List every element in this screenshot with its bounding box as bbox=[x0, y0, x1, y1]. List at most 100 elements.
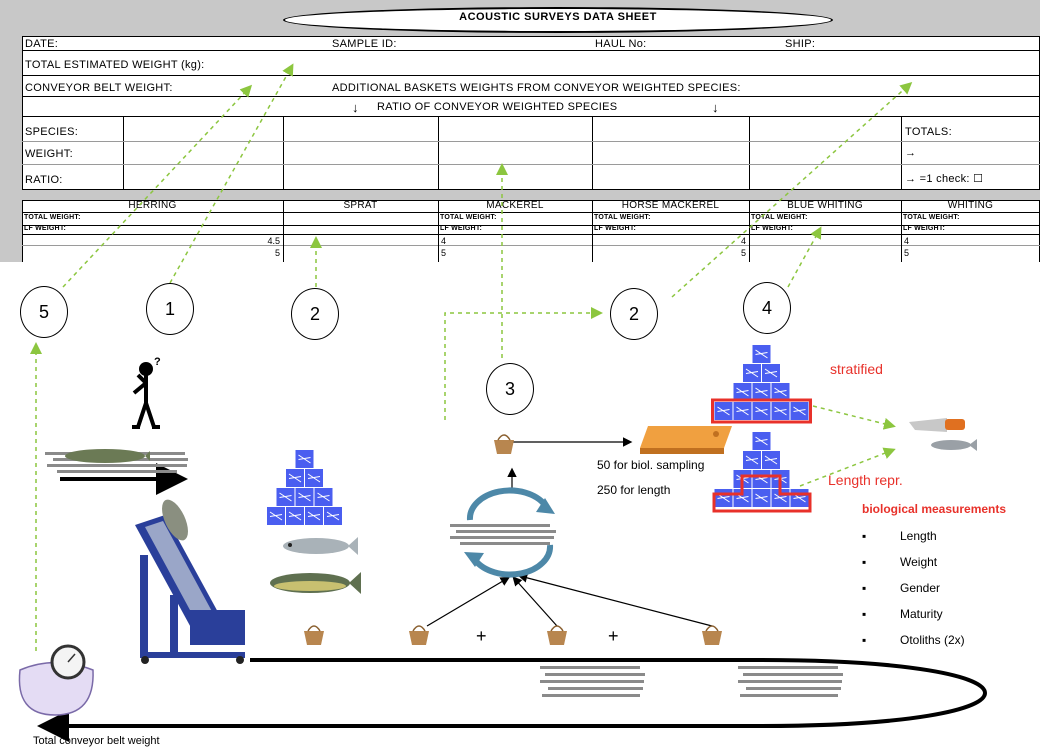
fish-mark bbox=[717, 406, 730, 416]
link-5-conveyor bbox=[62, 84, 253, 288]
fish-mark bbox=[269, 511, 283, 521]
bio-item-weight: Weight bbox=[900, 555, 938, 569]
fish-mark bbox=[774, 387, 787, 397]
bio-item-maturity: Maturity bbox=[900, 607, 943, 621]
sample-basket-icon bbox=[494, 434, 514, 454]
ratio-header: RATIO OF CONVEYOR WEIGHTED SPECIES bbox=[377, 101, 618, 113]
bio-bullet-1: ▪ bbox=[862, 529, 867, 543]
sample-id-label: SAMPLE ID: bbox=[332, 38, 397, 50]
ratio-down-arrow-right: ↓ bbox=[712, 100, 719, 115]
fish-pile-belt bbox=[45, 446, 190, 474]
mackerel-val-2: 5 bbox=[441, 248, 447, 258]
step-circle-4: 4 bbox=[743, 282, 791, 334]
bio-bullet-4: ▪ bbox=[862, 607, 867, 621]
horse-val-2: 5 bbox=[740, 248, 746, 258]
fish-mark bbox=[298, 454, 311, 464]
ratio-down-arrow-left: ↓ bbox=[352, 100, 359, 115]
horse-val-1: 4 bbox=[740, 236, 746, 246]
bio-title: biological measurements bbox=[862, 502, 1007, 516]
bio-bullet-5: ▪ bbox=[862, 633, 867, 647]
fish-mark bbox=[755, 493, 768, 503]
step-circle-2: 2 bbox=[291, 288, 339, 340]
basket-icon-4 bbox=[702, 625, 722, 645]
step-circle-1: 1 bbox=[146, 283, 194, 335]
length-repr-outline bbox=[712, 474, 812, 513]
mixing-arrow-bottom bbox=[472, 544, 554, 578]
mixed-fish-pile bbox=[450, 521, 560, 545]
title-ellipse bbox=[283, 7, 833, 33]
length-repr-pyramid-icon bbox=[712, 432, 812, 513]
fish-mark bbox=[764, 368, 778, 378]
step-circle-3: 3 bbox=[486, 363, 534, 415]
conveyor-machine-icon bbox=[135, 499, 245, 664]
question-mark: ? bbox=[154, 356, 161, 368]
plus-2: + bbox=[608, 626, 619, 646]
ship-label: SHIP: bbox=[785, 38, 816, 50]
total-estimated-weight-label: TOTAL ESTIMATED WEIGHT (kg): bbox=[25, 59, 205, 71]
basket-icon-2 bbox=[409, 625, 429, 645]
sprat-fish-icon bbox=[283, 537, 358, 555]
fish-mark bbox=[288, 511, 302, 521]
cutting-board-icon bbox=[640, 426, 732, 454]
fish-mark bbox=[736, 387, 749, 397]
ratio-label: RATIO: bbox=[25, 174, 63, 186]
basket-icon bbox=[304, 625, 324, 645]
mackerel-total-weight: TOTAL WEIGHT: bbox=[440, 214, 497, 221]
bio-item-length: Length bbox=[900, 529, 937, 543]
link-4-blue bbox=[787, 226, 822, 288]
fish-mark bbox=[326, 511, 340, 521]
fish-mark bbox=[793, 406, 806, 416]
stratified-pyramid-icon bbox=[711, 345, 812, 424]
blue-total-weight: TOTAL WEIGHT: bbox=[751, 214, 808, 221]
bio-item-gender: Gender bbox=[900, 581, 941, 595]
fish-mark bbox=[745, 455, 759, 465]
horse-total-weight: TOTAL WEIGHT: bbox=[594, 214, 651, 221]
herring-lf-weight: LF WEIGHT: bbox=[24, 225, 67, 232]
mackerel-val-1: 4 bbox=[441, 236, 447, 246]
thinking-person-icon: ? bbox=[132, 356, 161, 429]
for-length-text: 250 for length bbox=[597, 483, 671, 497]
fish-mark bbox=[755, 387, 768, 397]
herring-val-1: 4.5 bbox=[267, 236, 280, 246]
totals-label: TOTALS: bbox=[905, 126, 952, 138]
conveyor-belt-weight-label: CONVEYOR BELT WEIGHT: bbox=[25, 82, 173, 94]
belt-fish-pile-1 bbox=[540, 662, 645, 702]
additional-baskets-label: ADDITIONAL BASKETS WEIGHTS FROM CONVEYOR… bbox=[332, 82, 741, 94]
length-repr-label: Length repr. bbox=[828, 472, 903, 488]
belt-fish-pile-2 bbox=[738, 662, 843, 702]
col-horse-mackerel: HORSE MACKEREL bbox=[621, 200, 720, 211]
totals-arrow: → bbox=[905, 147, 917, 159]
link-stratified-knife bbox=[812, 405, 896, 430]
step-circle-5: 5 bbox=[20, 286, 68, 338]
herring-total-weight: TOTAL WEIGHT: bbox=[24, 214, 81, 221]
col-blue-whiting: BLUE WHITING bbox=[787, 200, 863, 211]
whiting-val-2: 5 bbox=[904, 248, 910, 258]
whiting-total-weight: TOTAL WEIGHT: bbox=[903, 214, 960, 221]
date-label: DATE: bbox=[25, 38, 59, 50]
fish-mark bbox=[755, 436, 768, 446]
mixing-arrow-top bbox=[466, 487, 548, 521]
col-mackerel: MACKEREL bbox=[486, 200, 544, 211]
fish-mark bbox=[279, 492, 292, 502]
plus-1: + bbox=[476, 626, 487, 646]
mackerel-lf-weight: LF WEIGHT: bbox=[440, 225, 483, 232]
horse-lf-weight: LF WEIGHT: bbox=[594, 225, 637, 232]
fish-mark bbox=[764, 455, 778, 465]
bio-bullet-3: ▪ bbox=[862, 581, 867, 595]
knife-fish-icon bbox=[909, 418, 977, 451]
fish-mark bbox=[736, 406, 749, 416]
conveyor-belt-loop bbox=[37, 658, 987, 742]
haul-no-label: HAUL No: bbox=[595, 38, 647, 50]
fish-mark bbox=[317, 492, 330, 502]
data-sheet: ACOUSTIC SURVEYS DATA SHEET DATE: SAMPLE… bbox=[0, 0, 1040, 262]
weight-label: WEIGHT: bbox=[25, 148, 73, 160]
col-whiting: WHITING bbox=[947, 200, 994, 211]
fish-mark bbox=[755, 349, 768, 359]
ratio-check: → =1 check: ☐ bbox=[905, 173, 984, 185]
fish-mark bbox=[755, 406, 768, 416]
fish-mark bbox=[745, 368, 759, 378]
fish-mark bbox=[298, 492, 311, 502]
mackerel-fish-icon bbox=[270, 572, 361, 594]
link-2-loop bbox=[444, 307, 603, 420]
